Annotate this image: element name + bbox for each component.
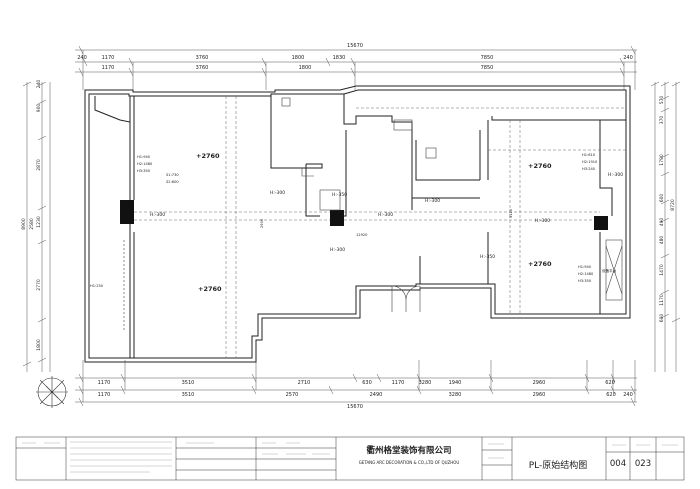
- dim-top-7: 240: [623, 55, 633, 61]
- height-label-4: H:-300: [425, 198, 440, 204]
- dim-left-4: 1230: [36, 216, 42, 228]
- sheet-number: 004: [610, 459, 626, 469]
- dim-bot-5: 1170: [392, 380, 405, 386]
- window-a-h1: H1:940: [137, 155, 151, 159]
- dim-left-6: 1800: [36, 339, 42, 351]
- dim-overall-top: 15670: [347, 43, 363, 49]
- height-label-6: H:-300: [150, 212, 165, 218]
- title-block: [15, 436, 685, 481]
- window-c-h1: H1:940: [578, 265, 592, 269]
- dim-bot2-8: 240: [623, 392, 633, 398]
- window-e-s2: S2:600: [166, 180, 179, 184]
- height-label-3: H:-300: [378, 212, 393, 218]
- dim-bot2-5: 3280: [449, 392, 462, 398]
- plan-labels: +2760 +2760 +2760 +2760 H:-300 H:-350 H:…: [90, 152, 623, 293]
- dim-top-3: 3760: [196, 55, 209, 61]
- column-right: [594, 216, 608, 230]
- dim-right-5: 490: [659, 218, 665, 227]
- dim-bot2-4: 2490: [370, 392, 383, 398]
- window-b-h1: H1:610: [582, 153, 596, 157]
- dim-bot2-2: 3510: [182, 392, 195, 398]
- dim-top2-1: 1170: [102, 65, 115, 71]
- dim-right-9: 600: [659, 314, 665, 323]
- dim-top-2: 1170: [102, 55, 115, 61]
- dim-bot-1: 1170: [98, 380, 111, 386]
- dim-right-1: 570: [659, 96, 665, 105]
- elevation-room-2: +2760: [198, 285, 222, 293]
- window-c-h2: H2:1480: [578, 272, 594, 276]
- total-sheets: 023: [635, 459, 651, 469]
- drawing-title: PL-原始结构图: [529, 459, 588, 471]
- dim-left-2: 900: [36, 104, 42, 113]
- dim-bot2-1: 1170: [98, 392, 111, 398]
- dim-bot-4: 630: [362, 380, 372, 386]
- window-b-h3: H3:240: [582, 167, 596, 171]
- company-name-en: GETANG ARC DECORATION & CO.,LTD OF QUZHO…: [359, 460, 460, 465]
- dimension-lines: [22, 45, 681, 407]
- dim-left-total: 8900: [21, 218, 27, 230]
- company-name-cn: 衢州格堂装饰有限公司: [366, 445, 451, 456]
- dim-top2-4: 7850: [481, 65, 494, 71]
- window-b-h2: H2:1910: [582, 160, 598, 164]
- equipment-platform-box: [605, 239, 623, 301]
- dim-right-4: 600: [659, 194, 665, 203]
- dim-top2-3: 1800: [299, 65, 312, 71]
- dim-bot2-7: 620: [606, 392, 616, 398]
- beam-lines: [134, 96, 626, 358]
- elevation-room-3: +2760: [528, 162, 552, 170]
- dim-bot-8: 2960: [533, 380, 546, 386]
- dim-right-total: 8720: [670, 199, 676, 211]
- walls: [84, 85, 631, 363]
- dim-top2-2: 3760: [196, 65, 209, 71]
- compass-icon: [36, 376, 68, 408]
- height-label-5: H:-300: [535, 218, 550, 224]
- dim-right-7: 1470: [659, 264, 665, 276]
- elevation-room-4: +2760: [528, 260, 552, 268]
- height-label-9: H:-300: [608, 172, 623, 178]
- height-label-8: H:-300: [330, 247, 345, 253]
- dim-bot2-3: 2570: [286, 392, 299, 398]
- dim-bot2-6: 2960: [533, 392, 546, 398]
- inner-dim-12920: 12920: [356, 233, 368, 237]
- height-label-7: H:-350: [480, 254, 495, 260]
- elevation-room-1: +2760: [196, 152, 220, 160]
- dim-right-3: 1790: [659, 154, 665, 166]
- dim-bot-3: 2710: [298, 380, 311, 386]
- dim-left-5: 2770: [36, 279, 42, 291]
- fixtures: [123, 97, 623, 330]
- height-label-1: H:-300: [270, 190, 285, 196]
- dim-left-3: 2870: [36, 159, 42, 171]
- dim-left-sub: 2580: [29, 218, 35, 230]
- dim-right-2: 370: [659, 116, 665, 125]
- dim-bot-9: 620: [605, 380, 615, 386]
- window-a-h2: H2:1480: [137, 162, 153, 166]
- dimension-text: 15670 240 1170 3760 1800 1830 7850 240 1…: [21, 43, 676, 410]
- title-block-notes: [22, 441, 678, 473]
- dim-left-1: 240: [36, 80, 42, 89]
- inner-dim-2900: 2900: [260, 218, 264, 228]
- dim-overall-bottom: 15670: [347, 404, 363, 410]
- dim-top-4: 1800: [292, 55, 305, 61]
- equipment-platform-label: 设备平台: [602, 268, 617, 273]
- dim-bot-7: 1940: [449, 380, 462, 386]
- window-e-s1: S1:730: [166, 173, 179, 177]
- column-left: [120, 200, 134, 224]
- structural-columns: [120, 200, 608, 230]
- dim-bot-2: 3510: [182, 380, 195, 386]
- inner-dim-5120: 5120: [509, 208, 513, 218]
- window-a-h3: H3:350: [137, 169, 151, 173]
- column-center: [330, 210, 344, 226]
- dim-right-6: 480: [659, 236, 665, 245]
- window-c-h3: H3:350: [578, 279, 592, 283]
- window-d-h1: H1:250: [90, 284, 104, 288]
- dim-bot-6: 3280: [419, 380, 432, 386]
- dim-top-6: 7850: [481, 55, 494, 61]
- dim-top-1: 240: [77, 55, 87, 61]
- height-label-2: H:-350: [332, 192, 347, 198]
- dim-top-5: 1830: [333, 55, 346, 61]
- dim-right-8: 1170: [659, 294, 665, 306]
